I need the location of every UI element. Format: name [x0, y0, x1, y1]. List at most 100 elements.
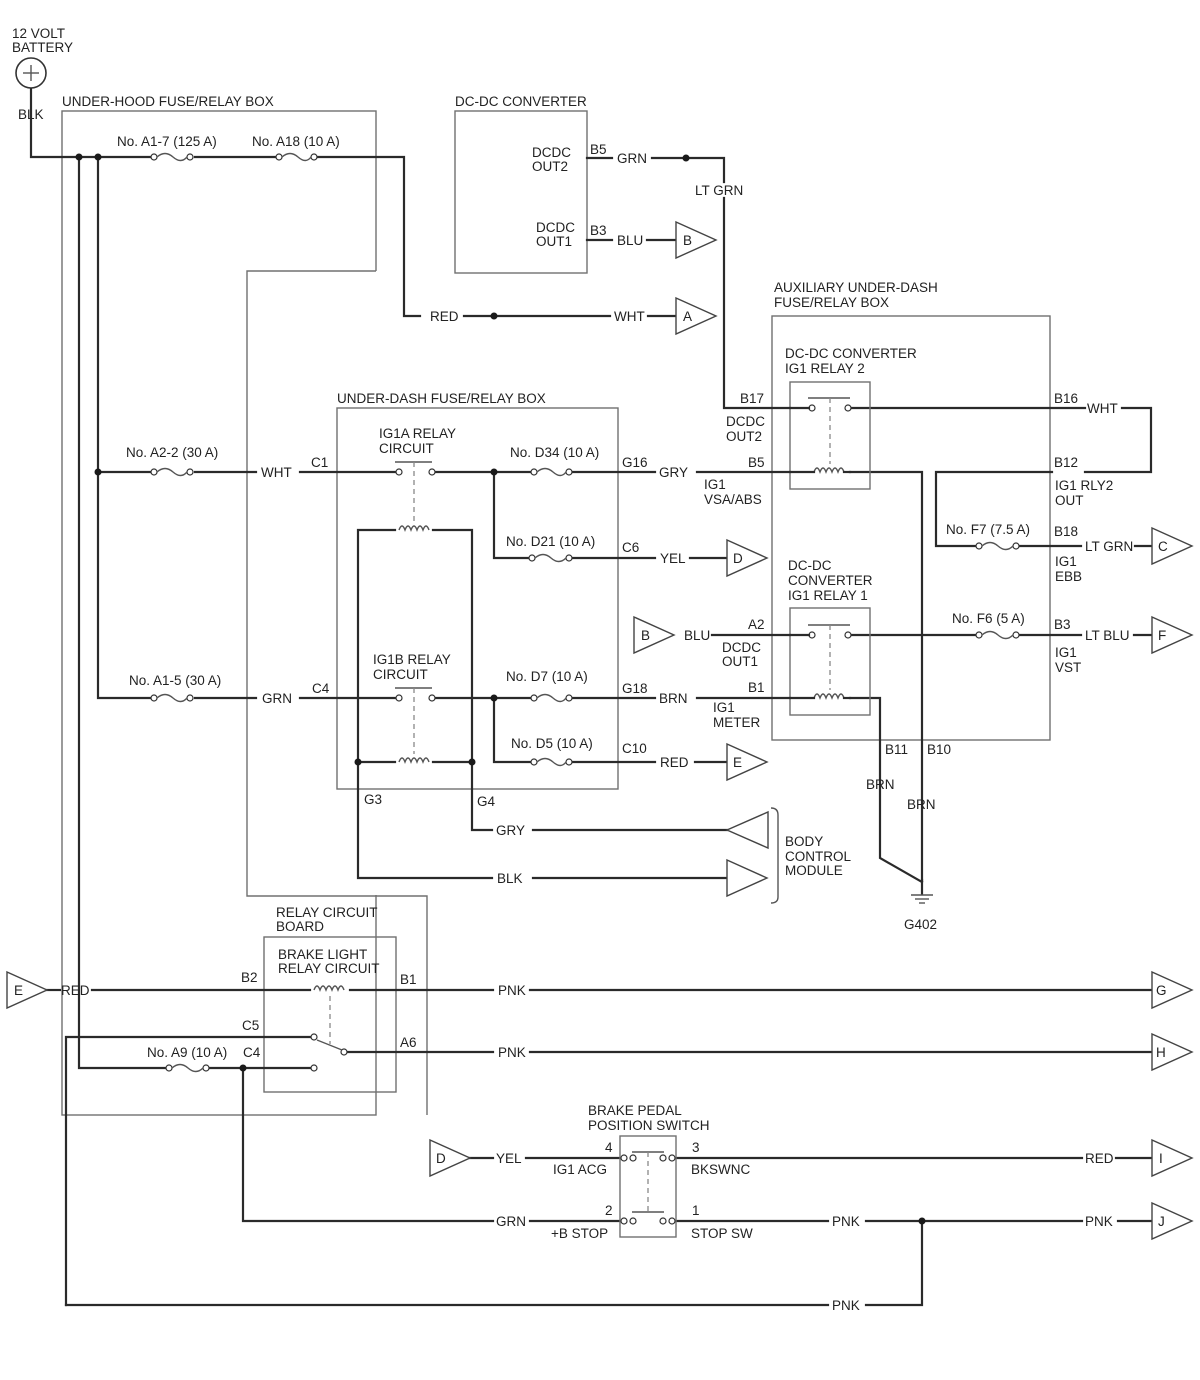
- svg-text:C4: C4: [312, 681, 330, 696]
- ig1a-relay: IG1A RELAY CIRCUIT: [379, 426, 456, 532]
- svg-text:No. A2-2 (30 A): No. A2-2 (30 A): [126, 445, 218, 460]
- svg-text:PNK: PNK: [498, 1045, 526, 1060]
- svg-text:YEL: YEL: [660, 551, 686, 566]
- dcdc-converter-box: [454, 110, 588, 274]
- svg-text:B5: B5: [748, 455, 765, 470]
- fuse-a18: No. A18 (10 A): [252, 134, 340, 162]
- svg-text:I: I: [1159, 1151, 1163, 1166]
- connector-g-out: G: [1151, 970, 1194, 1010]
- svg-text:METER: METER: [713, 715, 761, 730]
- ig1b-relay: IG1B RELAY CIRCUIT: [373, 652, 451, 764]
- svg-text:H: H: [1156, 1045, 1166, 1060]
- dcdc-ig1-relay-1: DC-DC CONVERTER IG1 RELAY 1: [788, 558, 873, 716]
- relay-board-title-2: BOARD: [276, 919, 324, 934]
- fuse-a1-7: No. A1-7 (125 A): [117, 134, 217, 162]
- svg-text:+B STOP: +B STOP: [551, 1226, 608, 1241]
- connector-e-in: E: [6, 970, 49, 1010]
- svg-text:IG1: IG1: [1055, 554, 1077, 569]
- svg-text:VST: VST: [1055, 660, 1081, 675]
- fuse-f6: No. F6 (5 A): [952, 611, 1025, 640]
- dcdc-converter-labels: DCDC OUT2 DCDC OUT1 B5 B3: [532, 142, 607, 249]
- svg-text:DCDC: DCDC: [536, 220, 575, 235]
- svg-text:GRN: GRN: [496, 1214, 526, 1229]
- fuse-d21: No. D21 (10 A): [506, 534, 595, 563]
- svg-text:B11: B11: [885, 742, 908, 757]
- svg-text:B: B: [641, 628, 650, 643]
- dcdc-converter-title: DC-DC CONVERTER: [455, 94, 587, 109]
- svg-text:B: B: [683, 233, 692, 248]
- svg-text:LT BLU: LT BLU: [1085, 628, 1130, 643]
- ground-label: G402: [904, 917, 937, 932]
- svg-text:GRY: GRY: [659, 465, 688, 480]
- svg-text:B5: B5: [590, 142, 607, 157]
- junction-dots: [75, 153, 926, 1225]
- svg-text:G3: G3: [364, 792, 382, 807]
- svg-text:No. F7 (7.5 A): No. F7 (7.5 A): [946, 522, 1030, 537]
- svg-text:No. A9 (10 A): No. A9 (10 A): [147, 1045, 227, 1060]
- brake-relay-title-1: BRAKE LIGHT: [278, 947, 367, 962]
- svg-text:DCDC: DCDC: [726, 414, 765, 429]
- connector-h-out: H: [1151, 1032, 1194, 1072]
- svg-text:A: A: [683, 309, 692, 324]
- svg-text:WHT: WHT: [261, 465, 292, 480]
- svg-text:RED: RED: [1085, 1151, 1114, 1166]
- svg-text:OUT: OUT: [1055, 493, 1084, 508]
- connector-b-out: B: [675, 220, 718, 260]
- svg-text:POSITION SWITCH: POSITION SWITCH: [588, 1118, 710, 1133]
- aux-box-title-2: FUSE/RELAY BOX: [774, 295, 889, 310]
- connector-a-out: A: [675, 296, 718, 336]
- brake-light-relay-box: [263, 936, 397, 1093]
- svg-text:EBB: EBB: [1055, 569, 1082, 584]
- svg-text:BRAKE PEDAL: BRAKE PEDAL: [588, 1103, 682, 1118]
- svg-text:CIRCUIT: CIRCUIT: [373, 667, 428, 682]
- svg-text:C6: C6: [622, 540, 639, 555]
- aux-under-dash-box: [771, 315, 1051, 741]
- svg-text:A2: A2: [748, 617, 765, 632]
- svg-text:B18: B18: [1054, 524, 1078, 539]
- relay-board-title-1: RELAY CIRCUIT: [276, 905, 378, 920]
- svg-text:STOP SW: STOP SW: [691, 1226, 753, 1241]
- brake-light-relay: [310, 985, 348, 1072]
- svg-text:B1: B1: [748, 680, 765, 695]
- fuse-d34: No. D34 (10 A): [510, 445, 599, 477]
- svg-text:G16: G16: [622, 455, 648, 470]
- battery: 12 VOLT BATTERY BLK: [12, 26, 73, 122]
- connector-f-out: F: [1151, 615, 1194, 655]
- svg-text:C4: C4: [243, 1045, 261, 1060]
- svg-text:B12: B12: [1054, 455, 1078, 470]
- dcdc-ig1-relay-2: DC-DC CONVERTER IG1 RELAY 2: [785, 346, 917, 490]
- svg-text:BLK: BLK: [497, 871, 523, 886]
- connector-d-out: D: [726, 538, 769, 578]
- svg-text:B2: B2: [241, 970, 258, 985]
- svg-text:BRN: BRN: [907, 797, 936, 812]
- wires: [29, 87, 1154, 1307]
- svg-text:VSA/ABS: VSA/ABS: [704, 492, 762, 507]
- svg-text:OUT2: OUT2: [532, 159, 568, 174]
- svg-text:3: 3: [692, 1140, 700, 1155]
- brake-relay-title-2: RELAY CIRCUIT: [278, 961, 380, 976]
- svg-text:No. D21 (10 A): No. D21 (10 A): [506, 534, 595, 549]
- svg-text:DC-DC CONVERTER: DC-DC CONVERTER: [785, 346, 917, 361]
- svg-text:No. A18 (10 A): No. A18 (10 A): [252, 134, 340, 149]
- svg-text:D: D: [733, 551, 743, 566]
- svg-text:RED: RED: [430, 309, 459, 324]
- svg-text:No. D34 (10 A): No. D34 (10 A): [510, 445, 599, 460]
- svg-text:IG1 RELAY 2: IG1 RELAY 2: [785, 361, 865, 376]
- battery-label-1: 12 VOLT: [12, 26, 65, 41]
- svg-text:PNK: PNK: [832, 1298, 860, 1313]
- svg-text:DCDC: DCDC: [532, 145, 571, 160]
- svg-text:C10: C10: [622, 741, 647, 756]
- svg-text:IG1B RELAY: IG1B RELAY: [373, 652, 451, 667]
- ground-g402: G402: [904, 878, 937, 932]
- svg-text:C5: C5: [242, 1018, 259, 1033]
- svg-text:No. D5 (10 A): No. D5 (10 A): [511, 736, 593, 751]
- svg-text:YEL: YEL: [496, 1151, 522, 1166]
- relay-coil-icon: [813, 467, 845, 474]
- svg-text:GRN: GRN: [262, 691, 292, 706]
- svg-text:4: 4: [605, 1140, 613, 1155]
- svg-text:BLU: BLU: [684, 628, 710, 643]
- svg-text:BRN: BRN: [659, 691, 688, 706]
- fuse-a9: No. A9 (10 A): [147, 1045, 227, 1073]
- svg-text:No. A1-7 (125 A): No. A1-7 (125 A): [117, 134, 217, 149]
